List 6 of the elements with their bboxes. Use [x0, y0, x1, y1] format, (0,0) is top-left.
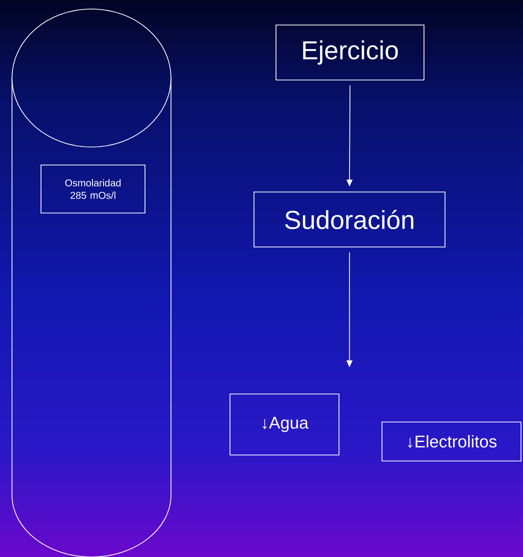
process-box: Ejercicio	[276, 24, 424, 80]
process-box: ↓Electrolitos	[382, 422, 522, 462]
process-box: Sudoración	[254, 192, 446, 248]
test-tube-drawing	[12, 8, 172, 557]
value-box: Osmolaridad 285 mOs/l	[40, 164, 146, 214]
process-box: ↓Agua	[230, 394, 340, 456]
